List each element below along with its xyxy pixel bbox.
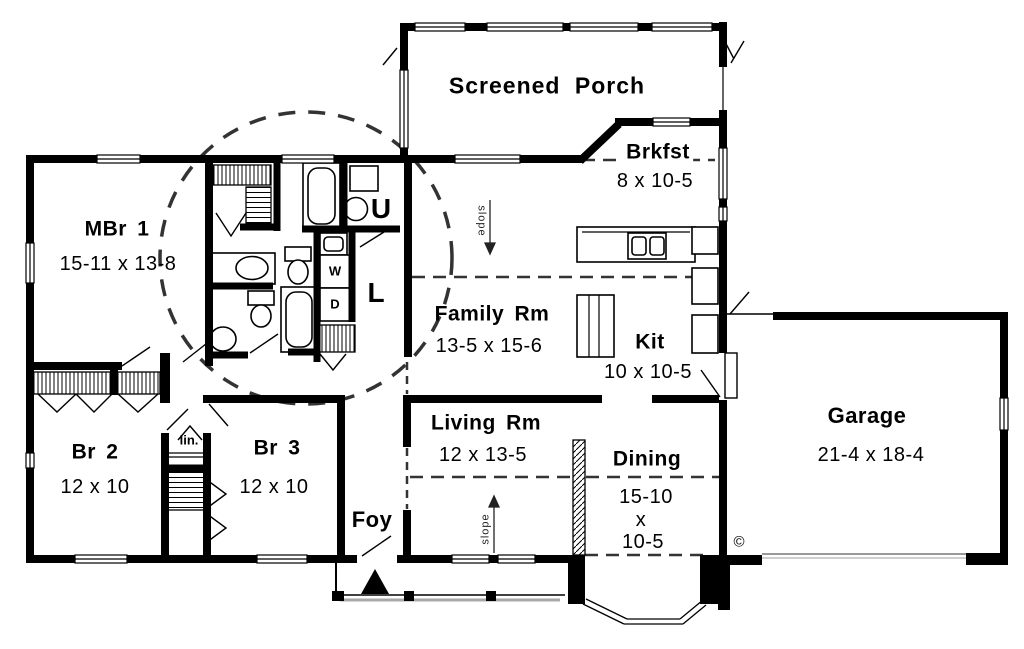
room-dims-brkfst: 8 x 10-5 [616, 170, 694, 192]
window [652, 117, 691, 127]
closet-shelves [245, 186, 272, 224]
room-label-br2: Br 2 [71, 440, 119, 464]
closet-door [206, 513, 228, 543]
room-label-screened-porch: Screened Porch [448, 72, 646, 99]
water-heater [349, 165, 379, 192]
room-label-dining: Dining [612, 447, 682, 471]
garage-bottom [727, 313, 1008, 565]
bay-window-walls [568, 555, 730, 610]
sink-1 [235, 255, 269, 281]
window [256, 554, 308, 564]
room-dims-mbr1: 15-11 x 13-8 [59, 253, 177, 275]
porch-post [404, 591, 414, 601]
room-dims-dining-1: 15-10 [619, 486, 673, 508]
room-dims-family: 13-5 x 15-6 [435, 335, 543, 357]
screen-panel [569, 22, 639, 32]
room-label-brkfst: Brkfst [623, 141, 693, 163]
room-label-living: Living Rm [430, 411, 542, 435]
marker-utility: U [370, 193, 392, 224]
slope-arrow-up [487, 494, 501, 553]
screen-panel [399, 69, 409, 149]
room-label-garage: Garage [827, 403, 907, 428]
closet-rod-hatch [212, 164, 272, 186]
detail-circle [158, 110, 454, 406]
walls [26, 22, 1008, 563]
porch-post [332, 591, 344, 601]
bathtub-1-basin [307, 167, 336, 225]
window [281, 154, 335, 164]
room-dims-living: 12 x 13-5 [439, 444, 527, 466]
window [718, 206, 728, 222]
slope-arrow-down [483, 200, 497, 256]
bathtub-2-basin [285, 291, 313, 348]
room-label-mbr1: MBr 1 [84, 217, 150, 241]
fireplace-divider [572, 439, 586, 556]
laundry-sink-basin [323, 236, 344, 252]
windows [25, 22, 1009, 564]
room-dims-kit: 10 x 10-5 [604, 361, 692, 383]
window [999, 397, 1009, 431]
room-dims-br3: 12 x 10 [239, 476, 309, 498]
bifold-door [75, 393, 113, 413]
front-porch [332, 563, 565, 602]
room-label-kit: Kit [635, 330, 665, 354]
closet-door [206, 479, 228, 509]
slope-label-family: slope [475, 205, 488, 237]
screen-panel [486, 22, 564, 32]
window [96, 154, 141, 164]
slope-label-living: slope [479, 513, 492, 545]
bay-windows [582, 598, 707, 625]
garage-entry-door-leaf [724, 352, 738, 399]
window [497, 554, 536, 564]
toilet-2-tank [247, 290, 275, 306]
interior-walls [162, 159, 400, 472]
room-label-br3: Br 3 [253, 436, 301, 460]
room-label-family: Family Rm [434, 302, 550, 326]
shelf-closet [317, 324, 356, 353]
linen-shelf-hatch [167, 471, 205, 511]
bifold-door [117, 393, 159, 413]
window [74, 554, 128, 564]
marker-closet-l: L [367, 277, 385, 308]
bifold-door [37, 393, 77, 413]
entry-arrow [361, 569, 389, 594]
furnace [343, 196, 369, 222]
closet-door [215, 212, 247, 238]
room-label-foy: Foy [351, 507, 393, 532]
screen-panel [414, 22, 466, 32]
kitchen-island-range [576, 294, 615, 358]
sink-2 [209, 326, 237, 352]
marker-dryer: D [330, 296, 340, 312]
refrigerator [691, 226, 719, 255]
fixtures [32, 162, 719, 556]
room-dims-dining-3: 10-5 [621, 531, 665, 553]
window [25, 242, 35, 284]
marker-washer: W [328, 263, 342, 279]
doors [37, 37, 750, 557]
screen-panel [651, 22, 713, 32]
room-dims-garage: 21-4 x 18-4 [817, 444, 925, 466]
porch-corner-tick [382, 47, 398, 66]
toilet-2-bowl [250, 304, 272, 328]
toilet-1-bowl [287, 259, 309, 285]
closet-door [319, 353, 347, 372]
window [454, 154, 521, 164]
window [25, 452, 35, 469]
toilet-1-tank [284, 246, 312, 262]
hall-post [160, 353, 170, 403]
room-dims-dining-2: x [635, 509, 647, 531]
window [718, 147, 728, 200]
porch-post [486, 591, 496, 601]
marker-linen: lin. [179, 432, 199, 448]
pantry [691, 267, 719, 305]
porch-corner-tick [722, 37, 735, 60]
room-dims-br2: 12 x 10 [60, 476, 130, 498]
linen-door [177, 424, 203, 441]
window [451, 554, 490, 564]
oven [691, 314, 719, 354]
mbr-closet-hatch [32, 371, 161, 395]
copyright-mark: © [733, 533, 745, 551]
slope-arrows [483, 200, 501, 553]
